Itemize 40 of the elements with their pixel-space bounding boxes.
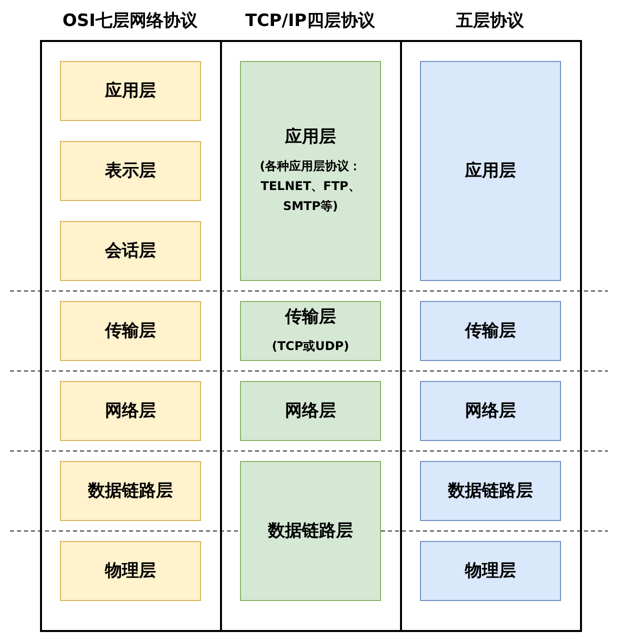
- layer-name: 表示层: [105, 160, 156, 182]
- protocol-column: [40, 40, 222, 632]
- layer-name: 网络层: [285, 400, 336, 422]
- layer-name: 物理层: [465, 560, 516, 582]
- layer-name: 应用层: [465, 160, 516, 182]
- layer-name: 会话层: [105, 240, 156, 262]
- layer-name: 数据链路层: [88, 480, 173, 502]
- layer-box: [60, 381, 201, 441]
- layer-name: 传输层: [285, 306, 336, 328]
- layer-box: [60, 301, 201, 361]
- layer-box: [240, 461, 381, 601]
- protocol-column: [400, 40, 582, 632]
- layer-name: 物理层: [105, 560, 156, 582]
- layer-name: 应用层: [105, 80, 156, 102]
- column-heading: 五层协议: [455, 10, 525, 32]
- layer-name: 数据链路层: [448, 480, 533, 502]
- layer-box: [240, 381, 381, 441]
- layer-box: [60, 141, 201, 201]
- column-heading: OSI七层网络协议: [61, 10, 199, 32]
- layer-box: [420, 461, 561, 521]
- column-heading: TCP/IP四层协议: [244, 10, 376, 32]
- layer-note: (TCP或UDP): [272, 338, 350, 355]
- layer-name: 传输层: [465, 320, 516, 342]
- layer-box: [60, 461, 201, 521]
- layer-name: 应用层: [285, 126, 336, 148]
- layer-note: (各种应用层协议：TELNET、FTP、SMTP等): [258, 158, 362, 215]
- layer-box: [420, 301, 561, 361]
- layer-box: [420, 61, 561, 281]
- layer-box: [420, 541, 561, 601]
- layer-name: 网络层: [105, 400, 156, 422]
- layer-name: 数据链路层: [268, 520, 353, 542]
- layer-box: [60, 61, 201, 121]
- layer-name: 网络层: [465, 400, 516, 422]
- protocol-column: [220, 40, 402, 632]
- layer-box: [60, 541, 201, 601]
- layer-name: 传输层: [105, 320, 156, 342]
- layer-box: [60, 221, 201, 281]
- layer-box: [240, 301, 381, 361]
- layer-box: [420, 381, 561, 441]
- layer-box: [240, 61, 381, 281]
